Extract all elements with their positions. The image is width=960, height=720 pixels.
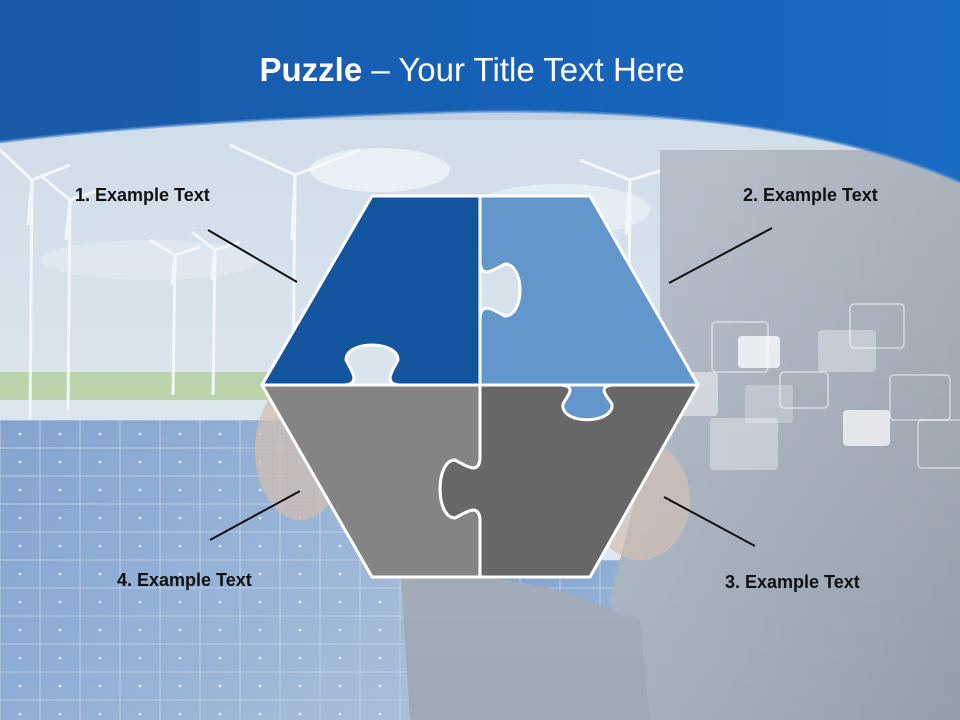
puzzle-tab xyxy=(558,383,616,422)
label-item-3: 3. Example Text xyxy=(725,572,860,592)
slide-title: Puzzle – Your Title Text Here xyxy=(0,48,944,92)
puzzle-piece-4 xyxy=(260,383,482,579)
puzzle-piece-2 xyxy=(478,194,700,387)
title-rest: – Your Title Text Here xyxy=(362,51,685,88)
connector-line-4 xyxy=(209,490,301,541)
connector-line-2 xyxy=(668,227,773,284)
label-item-2: 2. Example Text xyxy=(743,185,878,205)
puzzle-piece-1 xyxy=(260,194,482,387)
label-item-4: 4. Example Text xyxy=(117,570,252,590)
label-item-1: 1. Example Text xyxy=(75,185,210,205)
connector-line-1 xyxy=(207,229,298,283)
connector-line-3 xyxy=(663,496,756,547)
title-bold: Puzzle xyxy=(259,51,363,88)
